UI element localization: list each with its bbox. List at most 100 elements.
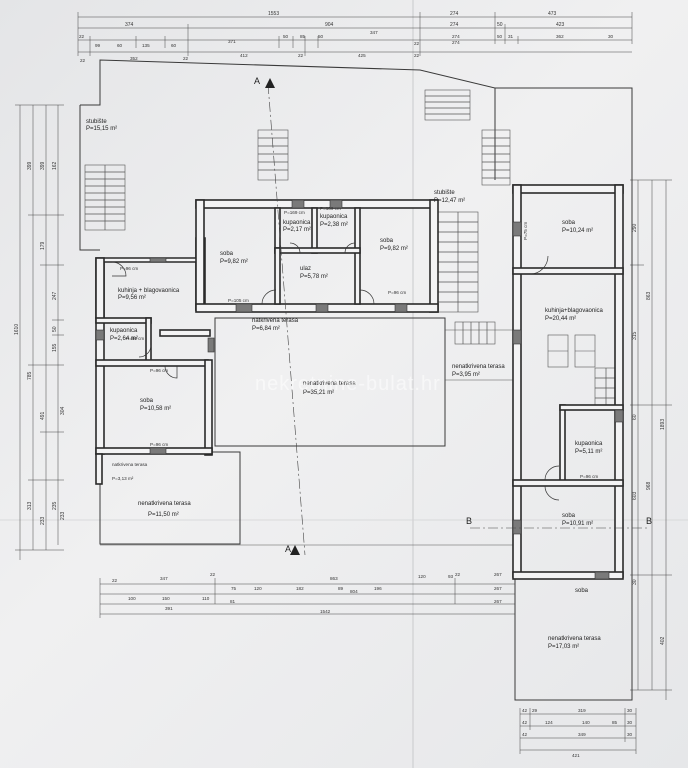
watermark: nekretnine-bulat.hr	[255, 373, 441, 395]
bottom-dim-2: 347	[160, 576, 168, 581]
bottom-dim-12: 182	[296, 586, 304, 591]
right-dim-6: 863	[646, 291, 652, 300]
svg-text:P=10,58 m²: P=10,58 m²	[140, 406, 171, 412]
svg-text:P=5,78 m²: P=5,78 m²	[300, 274, 328, 280]
svg-text:natkrivena terasa: natkrivena terasa	[252, 318, 299, 324]
top-dim-7: 50	[497, 22, 503, 28]
svg-text:P=3,95 m²: P=3,95 m²	[452, 372, 480, 378]
room-stubiste-right: stubište P=12,47 m²	[434, 190, 465, 204]
top-dimension-text: 1553 274 473 374 904 274 50 423 22 99 60…	[79, 11, 614, 63]
door-label: P=96 cm	[150, 442, 168, 447]
svg-text:P=2,38 m²: P=2,38 m²	[320, 222, 348, 228]
left-dim-10: 247	[52, 291, 58, 300]
svg-text:P=10,24 m²: P=10,24 m²	[562, 228, 593, 234]
top-dim-31: 22	[414, 53, 420, 58]
rb-dim-2: 29	[532, 708, 538, 713]
bottom-dim-6: 267	[494, 572, 502, 577]
section-lines	[265, 78, 650, 556]
stairs-top-right	[424, 89, 511, 186]
left-wing	[95, 237, 213, 485]
left-dim-11: 50	[52, 326, 58, 332]
room-kuhinja-right: kuhinja+blagovaonica P=20,44 m²	[545, 308, 604, 322]
bottom-dim-21: 267	[494, 599, 502, 604]
top-dim-18: 347	[370, 30, 378, 35]
rb-dim-11: 349	[578, 732, 586, 737]
right-dimension-text: 290 315 60 603 30 863 968 1893 402	[632, 223, 666, 645]
bottom-dim-14: 196	[374, 586, 382, 591]
top-dim-4: 374	[125, 22, 134, 28]
rb-dim-10: 42	[522, 732, 528, 737]
top-dim-17: 50	[318, 34, 324, 39]
rb-dim-13: 421	[572, 753, 580, 758]
top-dim-2: 274	[450, 11, 459, 17]
bottom-dimension-lines	[99, 578, 637, 754]
bottom-dim-16: 93	[448, 574, 454, 579]
svg-text:kupaonica: kupaonica	[110, 328, 138, 334]
left-dimension-text: 1610 399 785 313 399 179 491 233 162 247…	[14, 161, 66, 525]
door-label: P=96 cm	[388, 290, 406, 295]
svg-text:P=9,56 m²: P=9,56 m²	[118, 295, 146, 301]
top-dim-14: 371	[228, 39, 236, 44]
svg-text:soba: soba	[562, 220, 576, 226]
svg-text:P=2,17 m²: P=2,17 m²	[283, 227, 311, 233]
top-dim-32: 274	[452, 40, 460, 45]
bottom-dim-15: 120	[418, 574, 426, 579]
door-label: P=169 cm	[320, 206, 341, 211]
svg-text:ulaz: ulaz	[300, 266, 311, 272]
svg-text:nenatkrivena terasa: nenatkrivena terasa	[548, 636, 601, 642]
left-dim-13: 304	[60, 406, 66, 415]
top-dim-28: 412	[240, 53, 248, 58]
bottom-dim-17: 267	[494, 586, 502, 591]
room-natkrivena-terasa-left: natkrivena terasa P=3,13 m²	[112, 462, 148, 481]
svg-text:kuhinja + blagovaonica: kuhinja + blagovaonica	[118, 288, 180, 294]
svg-text:P=9,82 m²: P=9,82 m²	[220, 259, 248, 265]
left-dimension-lines	[15, 104, 64, 560]
left-dim-7: 491	[40, 411, 46, 420]
top-dim-12: 135	[142, 43, 150, 48]
room-nenatkrivena-terasa-center: nenatkrivena terasa P=35,21 m²	[303, 381, 356, 396]
bottom-dim-5: 22	[455, 572, 461, 577]
section-a-top: A	[254, 76, 260, 86]
bottom-dim-22: 1542	[320, 609, 331, 614]
svg-text:P=2,64 m²: P=2,64 m²	[110, 336, 138, 342]
outer-outlines	[79, 59, 633, 701]
left-dim-9: 162	[52, 161, 58, 170]
bottom-dim-3: 22	[210, 572, 216, 577]
bottom-dim-9: 110	[202, 596, 210, 601]
top-dim-5: 904	[325, 22, 334, 28]
door-label: P=105 cm	[228, 298, 249, 303]
left-dim-15: 233	[60, 511, 66, 520]
right-dimension-lines	[630, 179, 672, 700]
top-dim-15: 50	[283, 34, 289, 39]
svg-text:nenatkrivena terasa: nenatkrivena terasa	[303, 381, 356, 387]
door-label: P=75 cm	[523, 222, 528, 240]
svg-text:kupaonica: kupaonica	[283, 220, 311, 226]
left-dim-4: 313	[27, 501, 33, 510]
top-dim-3: 473	[548, 11, 557, 17]
rb-dim-6: 124	[545, 720, 553, 725]
rb-dim-1: 42	[522, 708, 528, 713]
door-label: P=96 cm	[580, 474, 598, 479]
top-dim-23: 362	[556, 34, 564, 39]
section-b-left: B	[466, 516, 472, 526]
right-dim-4: 603	[632, 491, 638, 500]
svg-text:P=11,50 m²: P=11,50 m²	[148, 512, 179, 518]
top-dim-27: 22	[183, 56, 189, 61]
top-dim-30: 425	[358, 53, 366, 58]
svg-text:natkrivena terasa: natkrivena terasa	[112, 462, 148, 467]
room-soba-right-bottom: soba P=10,91 m²	[562, 513, 593, 527]
door-label: P=169 cm	[284, 210, 305, 215]
svg-text:P=6,84 m²: P=6,84 m²	[252, 326, 280, 332]
stairs-center-right	[437, 211, 496, 345]
left-dim-8: 233	[40, 516, 46, 525]
bottom-dim-1: 22	[112, 578, 118, 583]
svg-text:P=17,03 m²: P=17,03 m²	[548, 644, 579, 650]
top-dim-1: 1553	[268, 11, 279, 17]
bottom-dim-8: 150	[162, 596, 170, 601]
left-dim-3: 785	[27, 371, 33, 380]
top-dim-11: 60	[117, 43, 123, 48]
room-kupaonica-right: kupaonica P=5,11 m²	[575, 441, 603, 455]
room-kupaonica-center-2: kupaonica P=2,38 m²	[320, 214, 348, 228]
